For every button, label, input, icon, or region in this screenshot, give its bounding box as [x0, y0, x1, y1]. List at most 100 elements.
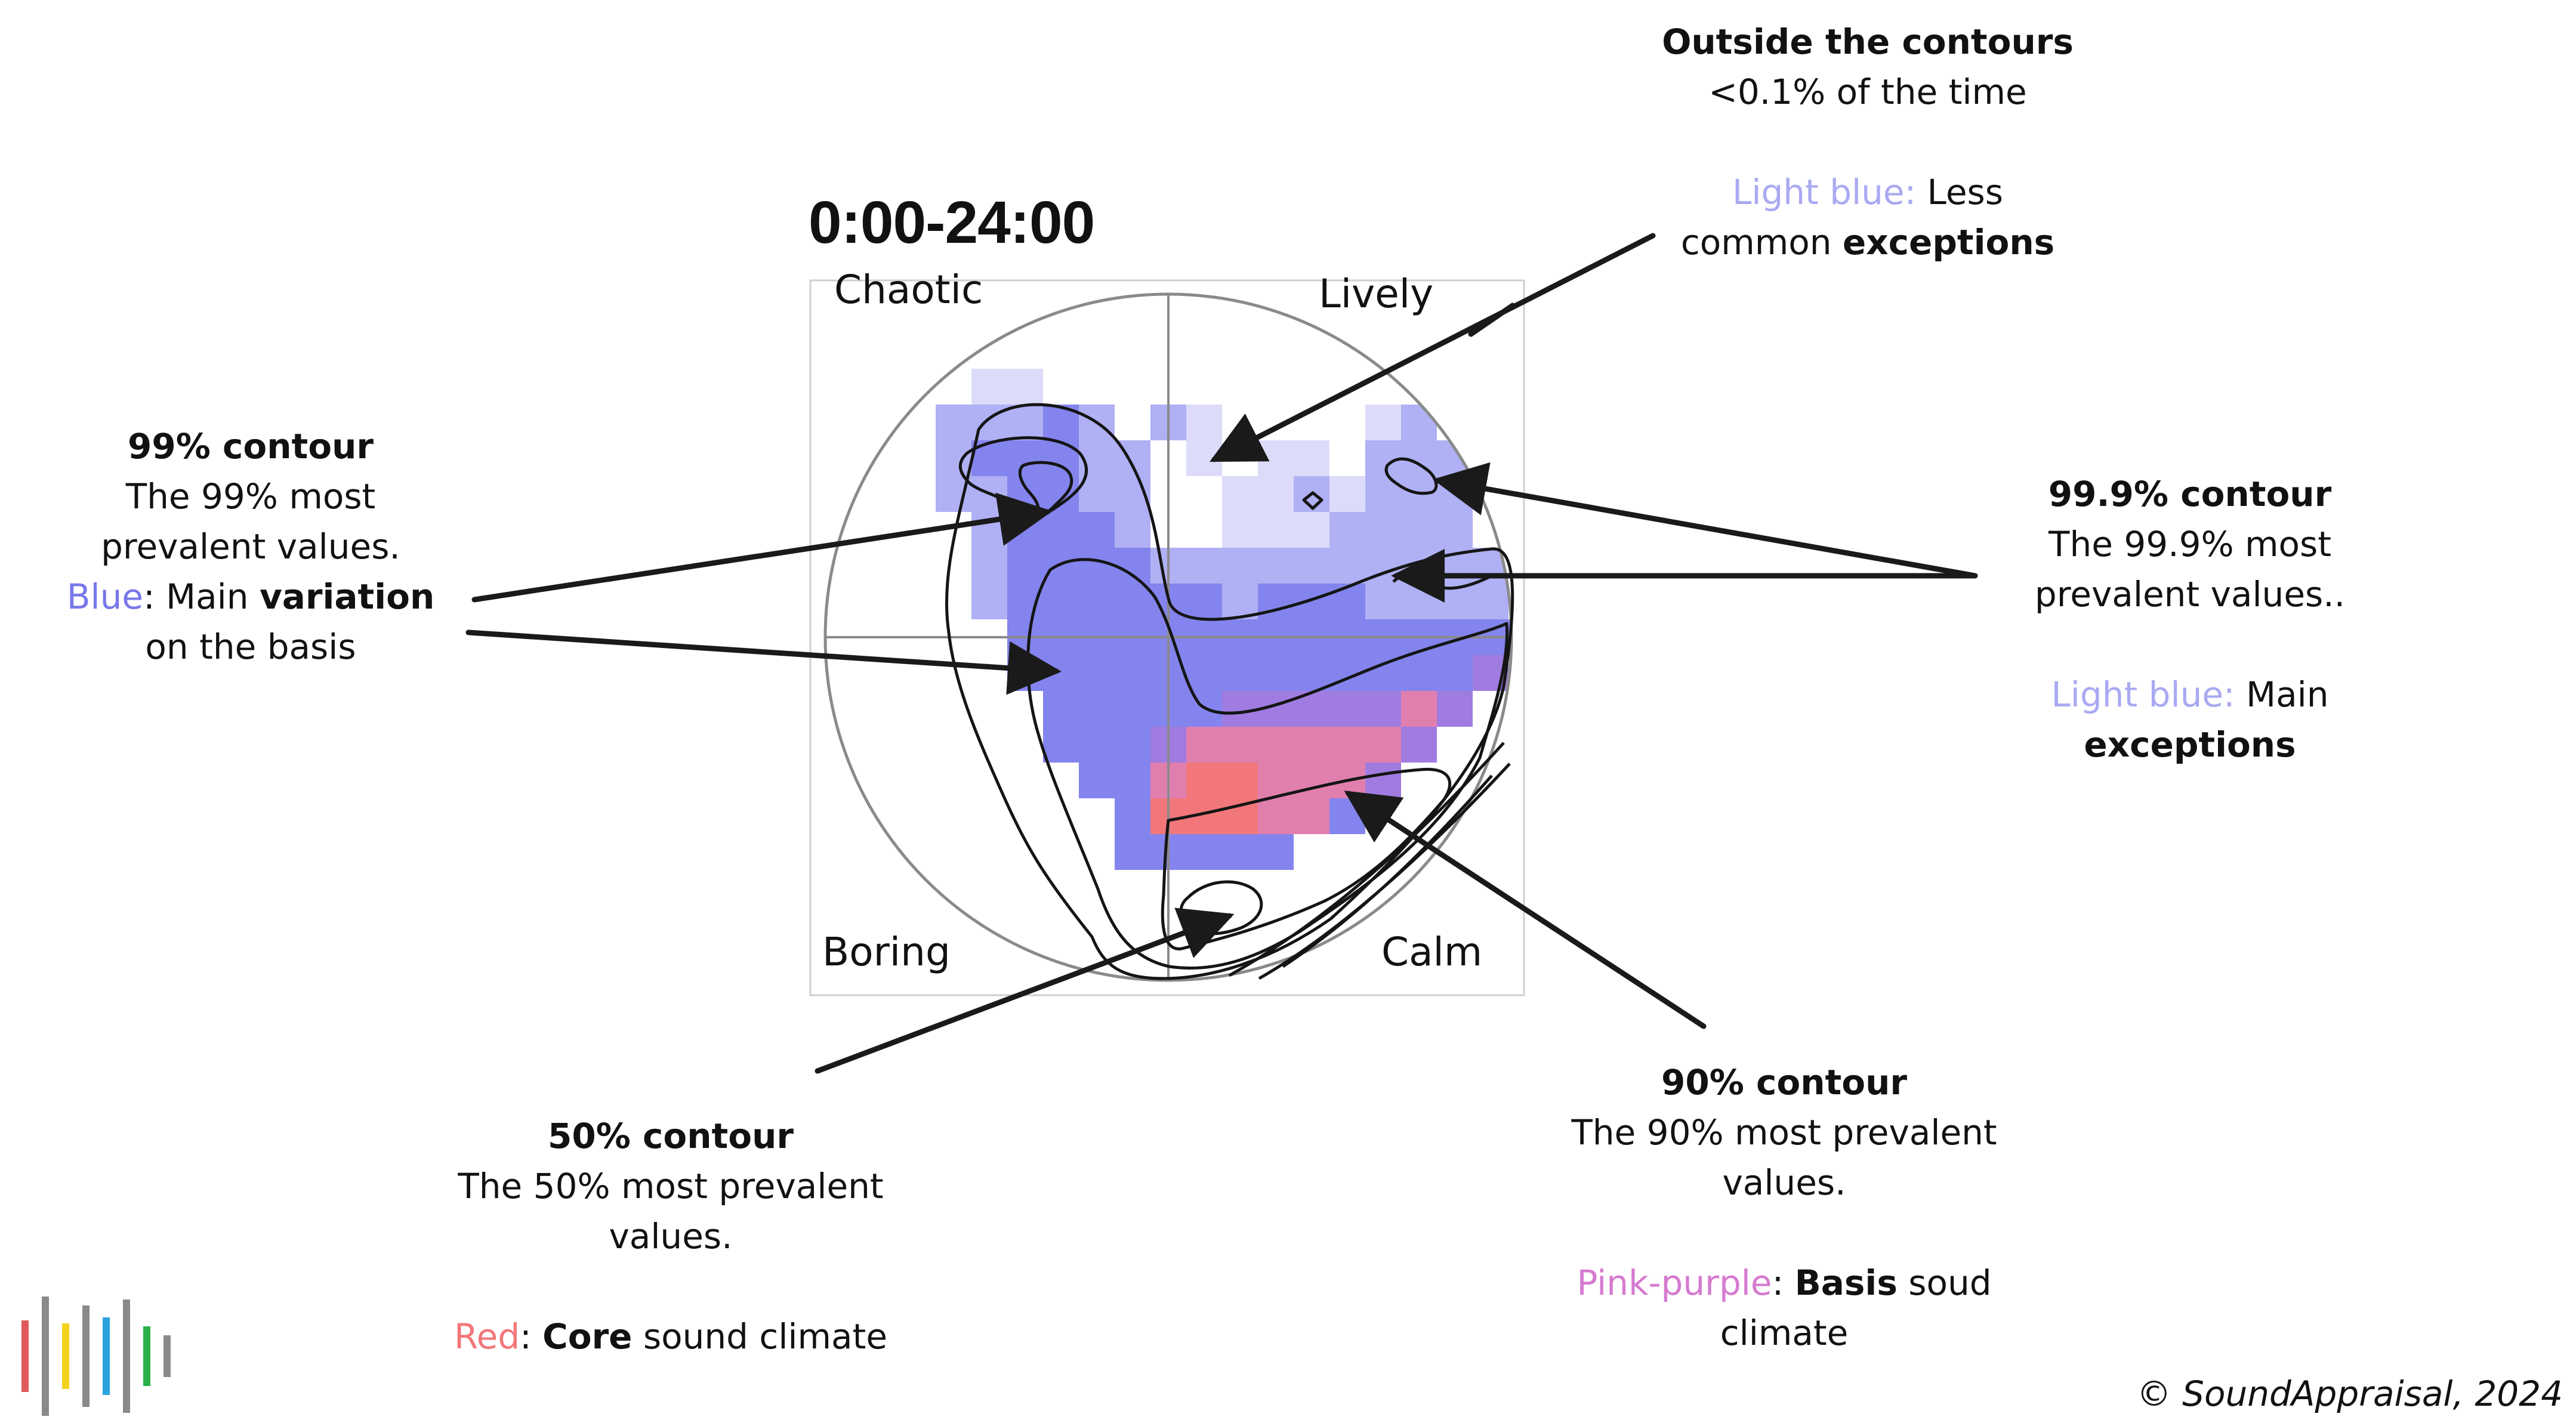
quadrant-label-boring: Boring	[822, 929, 951, 975]
annotation-text: <0.1% of the time	[1708, 72, 2027, 112]
desc-bold: Basis	[1794, 1263, 1898, 1303]
heatmap-cell	[1401, 727, 1437, 763]
arrow-outside-contours	[1209, 233, 1656, 462]
color-label: Light blue:	[2051, 674, 2235, 715]
heatmap-cell	[1222, 727, 1258, 763]
heatmap-cell	[1329, 584, 1365, 619]
heatmap-cell	[1115, 727, 1150, 763]
contour-edge-2	[1228, 742, 1505, 977]
heatmap-cell	[1294, 763, 1329, 798]
heatmap-cell	[1079, 440, 1115, 476]
heatmap-cell	[1294, 655, 1329, 691]
desc-bold: exceptions	[2084, 724, 2296, 765]
heatmap-cell	[971, 369, 1007, 405]
heatmap-cell	[936, 440, 971, 476]
desc-bold: variation	[259, 576, 435, 617]
plot-frame	[809, 279, 1525, 996]
desc-bold: Core	[542, 1316, 633, 1357]
heatmap-cell	[971, 548, 1007, 584]
heatmap-cell	[1294, 548, 1329, 584]
heatmap-cell	[1115, 691, 1150, 727]
heatmap-cell	[1186, 763, 1222, 798]
heatmap-cell	[1043, 727, 1079, 763]
heatmap-cell	[1007, 440, 1043, 476]
heatmap-cell	[1079, 655, 1115, 691]
color-label: Blue	[66, 576, 144, 617]
heatmap-cell	[1437, 655, 1473, 691]
heatmap-cell	[936, 405, 971, 440]
heatmap-cell	[971, 440, 1007, 476]
desc-sep: :	[1772, 1263, 1795, 1303]
heatmap-cell	[1258, 512, 1294, 548]
contour-99-9-outer	[945, 403, 1514, 980]
spacer	[1545, 1208, 2023, 1258]
logo-bar	[62, 1323, 69, 1389]
logo-bar	[123, 1300, 130, 1413]
copyright-notice: © SoundAppraisal, 2024	[2136, 1373, 2563, 1414]
annotation-heading: 99% contour	[127, 426, 374, 467]
heatmap-cell	[1401, 691, 1437, 727]
arrow-90	[1344, 791, 1707, 1029]
heatmap-cell	[1258, 727, 1294, 763]
annotation-color-line: Light blue: Main	[1957, 669, 2423, 720]
heatmap-cell	[971, 584, 1007, 619]
heatmap-cell	[1401, 405, 1437, 440]
annotation-heading: 90% contour	[1661, 1062, 1907, 1103]
heatmap-cell	[1222, 584, 1258, 619]
annotation-line1: The 50% most prevalent	[458, 1166, 884, 1206]
heatmap-cell	[1222, 655, 1258, 691]
heatmap-cell	[1258, 548, 1294, 584]
annotation-color-line: Blue: Main variation	[12, 572, 489, 622]
annotation-color-line: Pink-purple: Basis soud	[1545, 1258, 2023, 1308]
heatmap-cell	[1186, 548, 1222, 584]
color-label: Pink-purple	[1577, 1263, 1772, 1303]
annotation-outside-contours: Outside the contours <0.1% of the time L…	[1629, 17, 2106, 267]
annotation-50-contour: 50% contour The 50% most prevalent value…	[432, 1111, 909, 1362]
heatmap-cell	[1079, 691, 1115, 727]
annotation-line2: values.	[609, 1216, 733, 1257]
spacer	[432, 1261, 909, 1311]
annotation-heading: 99.9% contour	[2048, 474, 2332, 514]
spacer	[1957, 619, 2423, 669]
logo-bar	[42, 1297, 49, 1416]
heatmap-cell	[1079, 548, 1115, 584]
quadrant-label-lively: Lively	[1319, 271, 1434, 317]
heatmap-cell	[1329, 727, 1365, 763]
heatmap-cell	[1258, 834, 1294, 870]
heatmap-cell	[1007, 405, 1043, 440]
heatmap-cell	[1258, 476, 1294, 512]
heatmap-cell	[1043, 584, 1079, 619]
heatmap-cell	[1079, 584, 1115, 619]
heatmap-cell	[1043, 512, 1079, 548]
heatmap-cell	[1115, 548, 1150, 584]
annotation-color-line: Light blue: Less	[1629, 167, 2106, 217]
heatmap-cell	[1258, 798, 1294, 834]
color-label: Light blue:	[1732, 172, 1917, 212]
heatmap-cell	[1222, 512, 1258, 548]
heatmap-cell	[1365, 584, 1401, 619]
annotation-color-line: Red: Core sound climate	[432, 1311, 909, 1362]
heatmap-cell	[1079, 512, 1115, 548]
desc-bold: exceptions	[1842, 222, 2055, 263]
logo-bar	[21, 1320, 29, 1392]
contour-edge-3	[1282, 774, 1493, 968]
heatmap-cell	[1115, 763, 1150, 798]
heatmap-cell	[1365, 405, 1401, 440]
arrow-99-b	[465, 629, 1062, 695]
heatmap-cell	[1329, 512, 1365, 548]
contour-99	[1026, 558, 1509, 970]
heatmap-cell	[1222, 763, 1258, 798]
desc-sep: :	[520, 1316, 543, 1357]
heatmap-cell	[1043, 440, 1079, 476]
heatmap-cell	[1043, 548, 1079, 584]
heatmap-cell	[1365, 512, 1401, 548]
heatmap-cell	[1365, 440, 1401, 476]
heatmap-cell	[1294, 440, 1329, 476]
annotation-line2: values.	[1722, 1162, 1846, 1203]
heatmap-cell	[1186, 584, 1222, 619]
arrow-50	[815, 908, 1235, 1074]
annotation-heading: 50% contour	[547, 1116, 794, 1156]
spacer	[1629, 117, 2106, 167]
desc-plain: Less	[1916, 172, 2003, 212]
annotation-line1: The 90% most prevalent	[1571, 1112, 1997, 1153]
